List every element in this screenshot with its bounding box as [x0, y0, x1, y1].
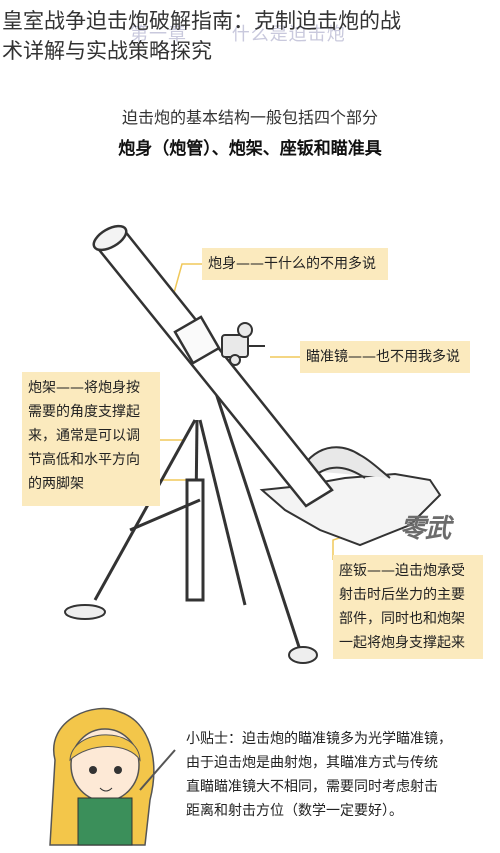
callout-mount-line: 炮架——将炮身按	[28, 380, 140, 396]
chapter-watermark: 第一章 什么是迫击炮	[130, 20, 384, 46]
callout-plate-line: 射击时后坐力的主要	[339, 587, 465, 603]
title-line-2: 术详解与实战策略探究	[2, 39, 212, 63]
tip-box: 小贴士：迫击炮的瞄准镜多为光学瞄准镜， 由于迫击炮是曲射炮，其瞄准方式与传统 直…	[186, 727, 474, 823]
intro-line-1: 迫击炮的基本结构一般包括四个部分	[121, 108, 378, 127]
callout-plate-line: 座钣——迫击炮承受	[339, 563, 465, 579]
callout-plate-line: 部件，同时也和炮架	[339, 611, 465, 627]
watermark-heading: 什么是迫击炮	[231, 24, 346, 45]
tip-line: 距离和射击方位（数学一定要好）。	[186, 803, 403, 819]
article-title: 皇室战争迫击炮破解指南：克制迫击炮的战 术详解与实战策略探究	[2, 6, 498, 66]
callout-mount-line: 需要的角度支撑起	[28, 404, 140, 420]
callout-mount-line: 节高低和水平方向	[28, 452, 140, 468]
bipod	[93, 389, 302, 651]
callout-mount: 炮架——将炮身按 需要的角度支撑起 来，通常是可以调 节高低和水平方向 的两脚架	[22, 372, 160, 506]
callout-barrel: 炮身——干什么的不用多说	[202, 248, 388, 280]
bipod-feet	[64, 604, 318, 664]
callout-plate: 座钣——迫击炮承受 射击时后坐力的主要 部件，同时也和炮架 一起将炮身支撑起来	[333, 555, 483, 659]
tip-line: 由于迫击炮是曲射炮，其瞄准方式与传统	[186, 755, 438, 771]
callout-mount-line: 来，通常是可以调	[28, 428, 140, 444]
tip-line: 直瞄瞄准镜大不相同，需要同时考虑射击	[186, 779, 438, 795]
anime-girl-illustration	[49, 707, 176, 846]
sight	[221, 322, 265, 366]
watermark-chapter: 第一章	[130, 24, 187, 45]
tip-line: 小贴士：迫击炮的瞄准镜多为光学瞄准镜，	[186, 731, 452, 747]
callout-sight: 瞄准镜——也不用我多说	[300, 341, 470, 373]
intro-line-2: 炮身（炮管）、炮架、座钣和瞄准具	[118, 139, 382, 159]
callout-plate-line: 一起将炮身支撑起来	[339, 635, 465, 651]
callout-mount-line: 的两脚架	[28, 476, 84, 492]
brand-logo: 零武	[400, 514, 451, 544]
title-line-1: 皇室战争迫击炮破解指南：克制迫击炮的战	[2, 9, 401, 33]
barrel	[92, 224, 334, 508]
